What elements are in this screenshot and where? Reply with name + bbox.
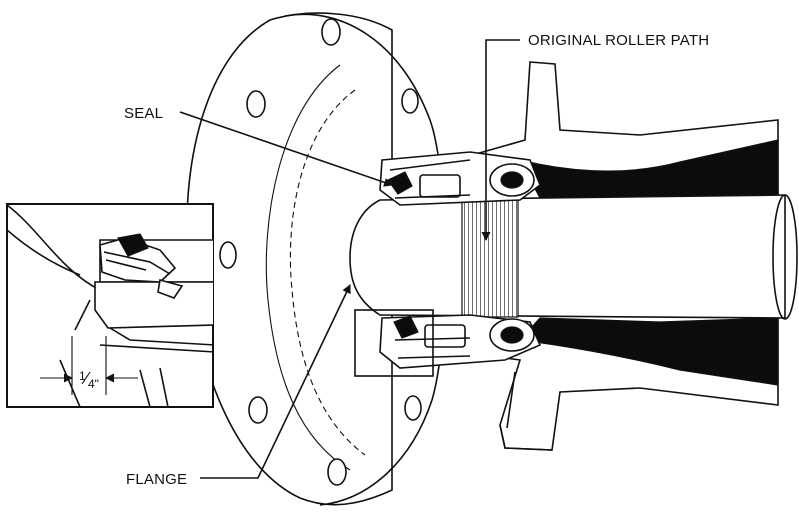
- flange-leader: [200, 284, 351, 479]
- leader-lines: [179, 39, 520, 479]
- dimension-numerator: 1: [79, 369, 86, 383]
- detail-callout-box: [354, 309, 434, 377]
- dimension-denominator: 4": [88, 377, 99, 391]
- seal-assembly-top: [379, 151, 541, 206]
- bolt-hole-3: [246, 90, 266, 118]
- label-original-roller-path: ORIGINAL ROLLER PATH: [528, 32, 709, 49]
- bolt-hole-7: [327, 458, 347, 486]
- seal-leader: [179, 111, 393, 187]
- label-flange: FLANGE: [126, 471, 187, 488]
- roller-path-leader: [481, 39, 520, 241]
- seal-assembly-bottom: [379, 314, 542, 369]
- inset-detail: 1 4": [6, 203, 214, 408]
- bolt-hole-6: [404, 395, 422, 421]
- bolt-hole-1: [321, 18, 341, 46]
- bolt-hole-4: [219, 241, 237, 269]
- bolt-hole-5: [248, 396, 268, 424]
- roller-path-knurl: [461, 199, 519, 318]
- shaft: [349, 194, 798, 320]
- bolt-holes: [219, 18, 422, 486]
- label-seal: SEAL: [124, 105, 163, 122]
- bolt-hole-2: [401, 88, 419, 114]
